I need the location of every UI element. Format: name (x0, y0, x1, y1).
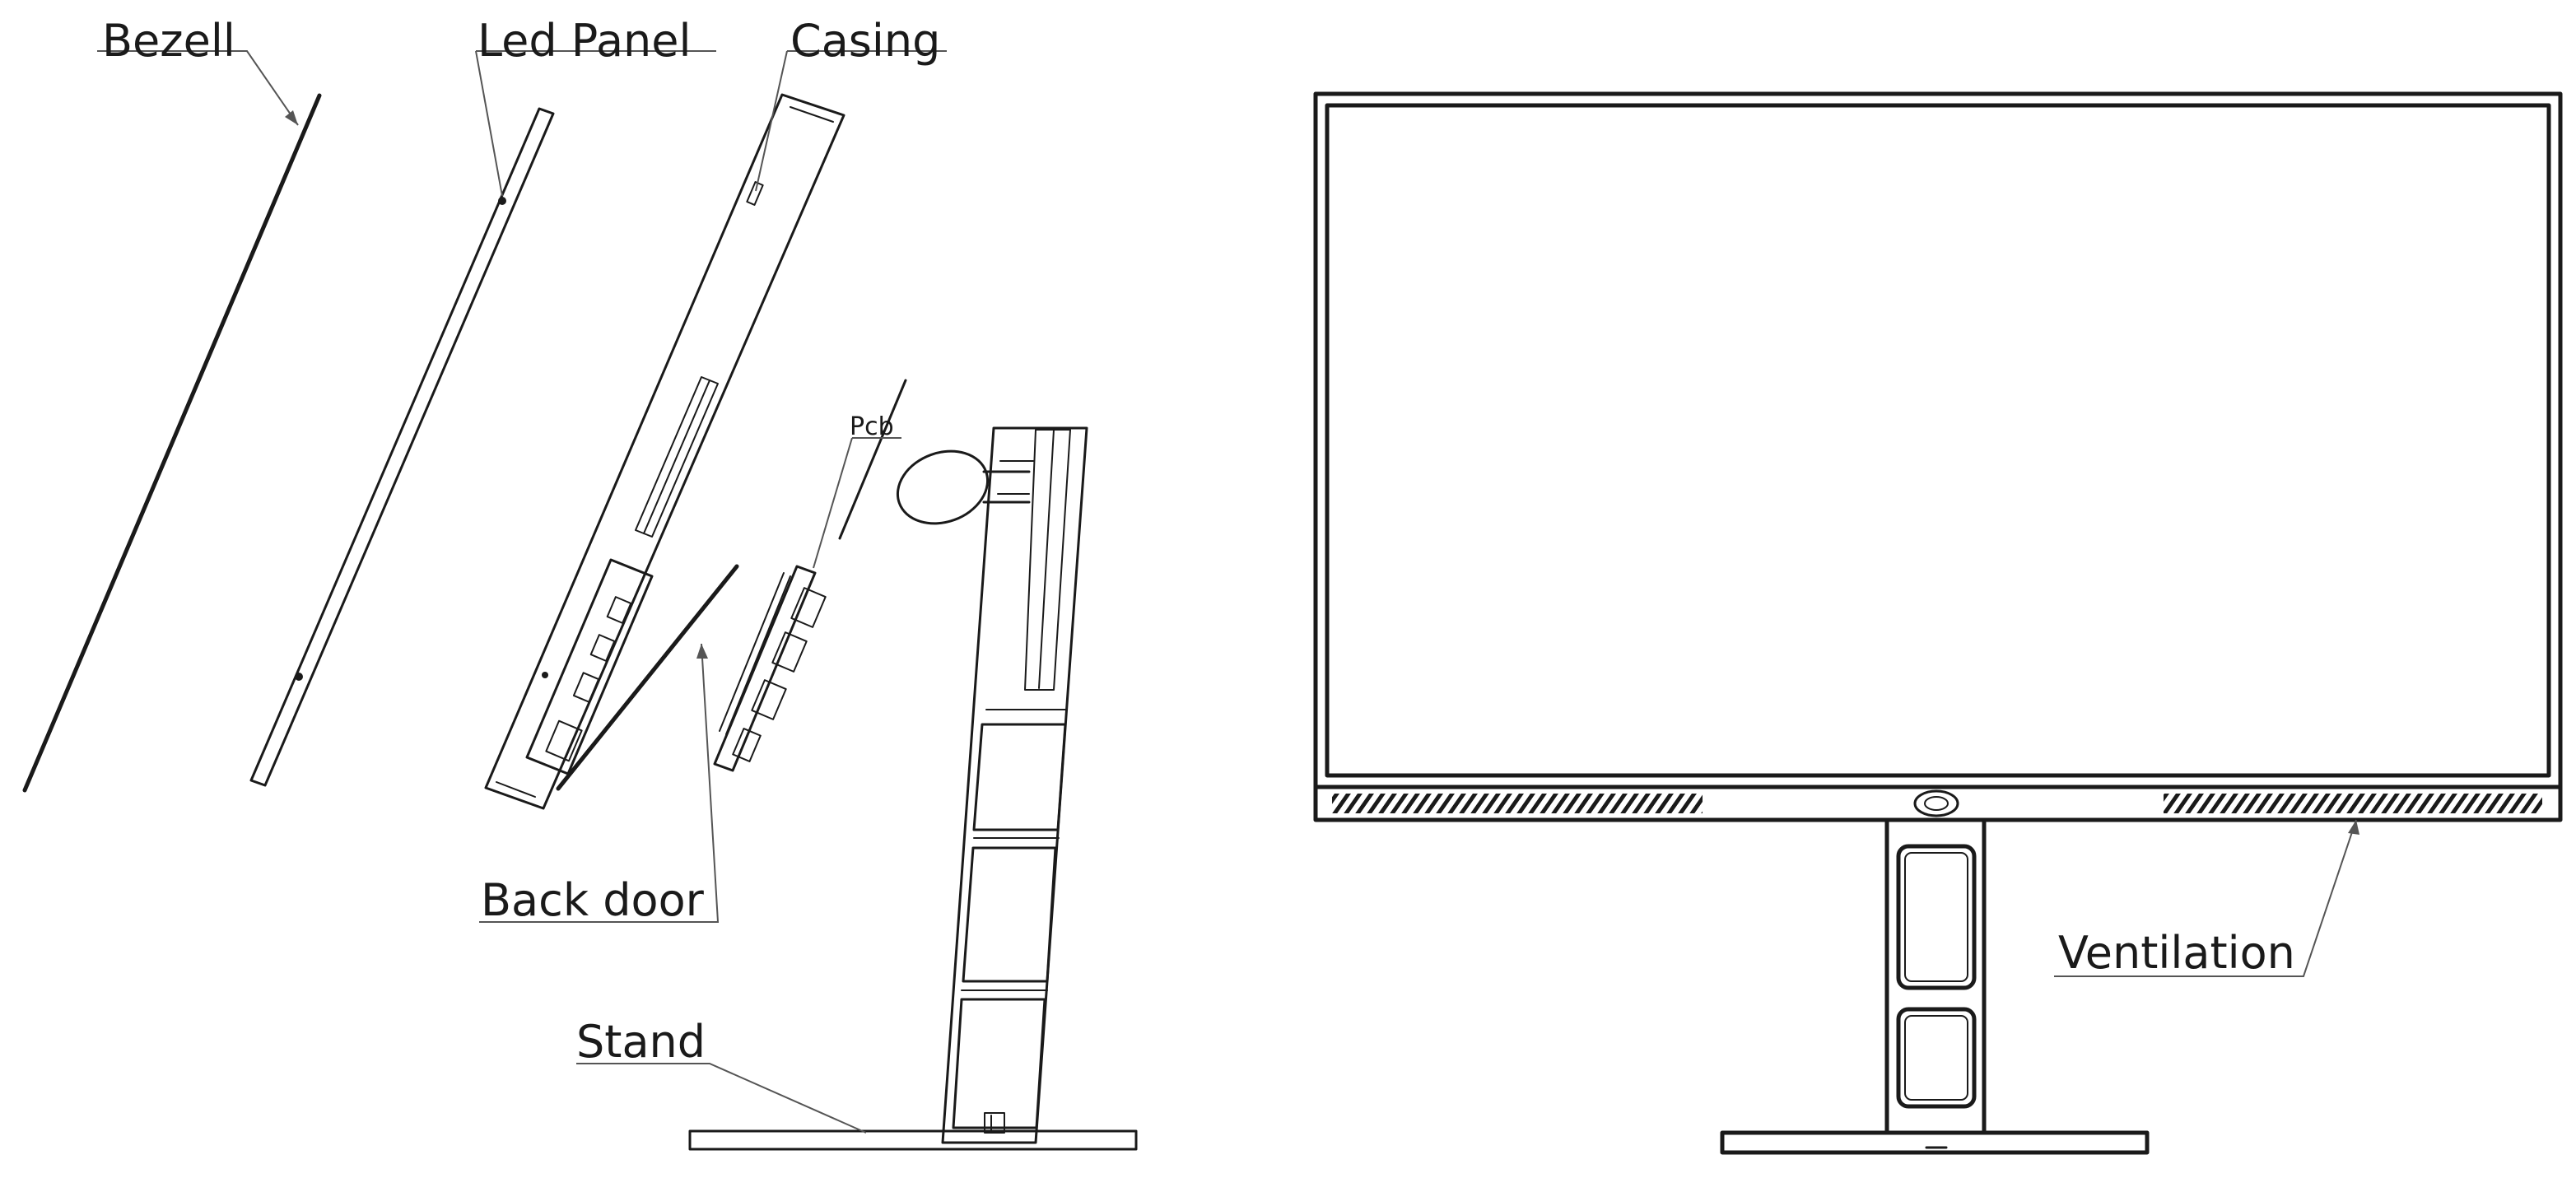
label-stand: Stand (576, 1016, 706, 1068)
hinge-knob (896, 449, 1031, 525)
back-door-part (556, 564, 739, 791)
front-view (1313, 91, 2563, 1155)
power-button-icon (1913, 789, 1959, 817)
label-bezell: Bezell (102, 15, 235, 67)
led-panel-part (249, 107, 555, 787)
label-back-door: Back door (481, 874, 705, 926)
stand-upright (941, 426, 1088, 1144)
labels: Bezell Led Panel Casing Pcb Back door St… (102, 15, 2295, 1068)
right-vent-grille (2164, 794, 2542, 813)
bezel-part (22, 93, 322, 793)
left-vent-grille (1332, 794, 1703, 813)
label-ventilation: Ventilation (2058, 927, 2295, 979)
label-pcb: Pcb (850, 412, 894, 441)
exploded-side-view (22, 93, 1138, 1151)
label-led-panel: Led Panel (477, 15, 691, 67)
pcb-part (713, 379, 907, 772)
monitor-chin (1313, 785, 2563, 822)
label-casing: Casing (790, 15, 940, 67)
leader-lines (97, 50, 2359, 1134)
stand-base (688, 1112, 1138, 1151)
casing-part (484, 93, 845, 810)
monitor-screen (1313, 91, 2563, 789)
front-stand (1720, 817, 2150, 1155)
